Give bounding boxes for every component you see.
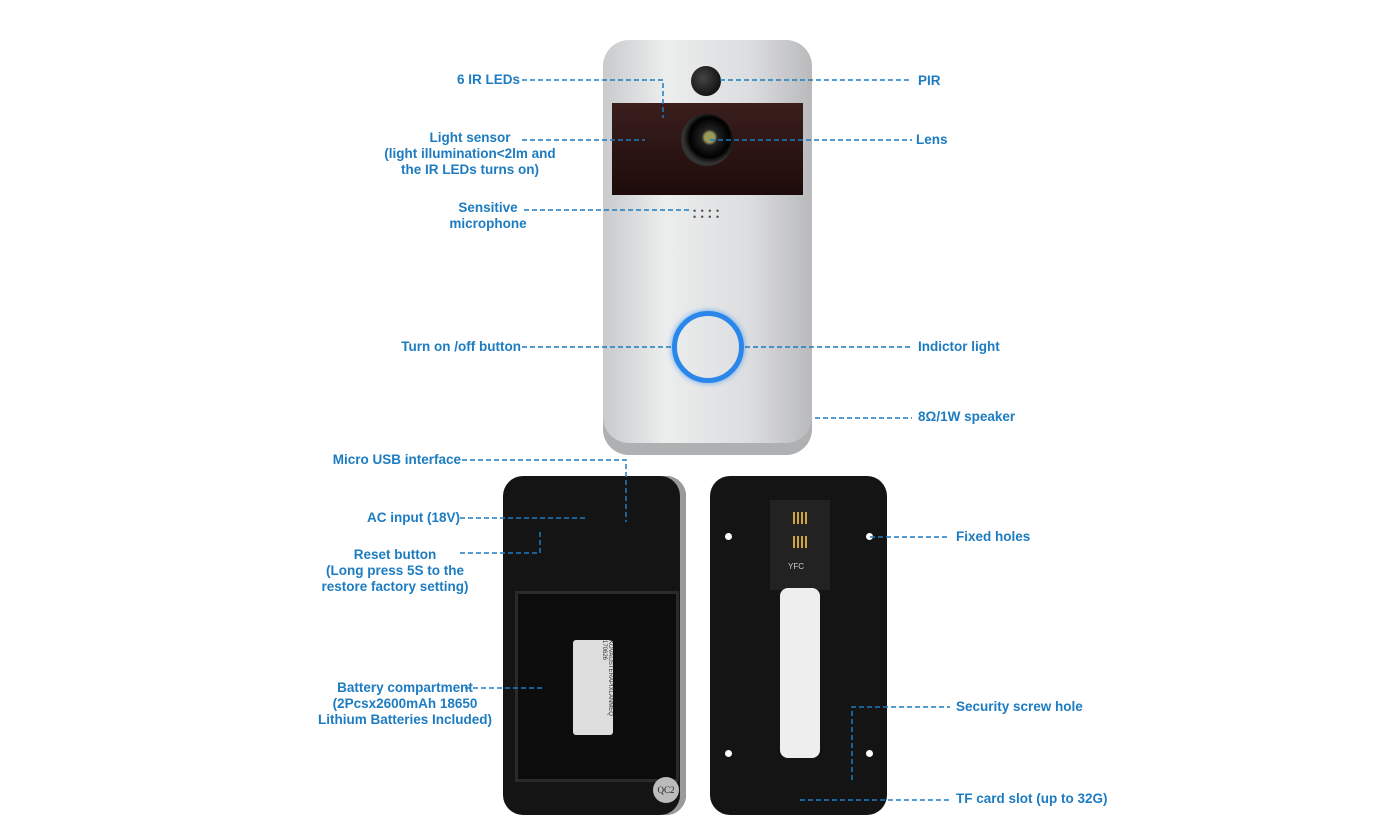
label-lens: Lens [916,132,948,147]
label-micro-usb: Micro USB interface [332,452,461,467]
label-line: Sensitive [458,200,518,215]
label-reset-button: Reset button (Long press 5S to the resto… [310,547,480,595]
fixed-hole [725,750,732,757]
label-light-sensor: Light sensor (light illumination<2lm and… [370,130,570,178]
label-line: restore factory setting) [321,579,469,594]
label-line: Light sensor [429,130,511,145]
label-line: Reset button [353,547,437,562]
label-line: microphone [449,216,527,231]
label-ir-leds: 6 IR LEDs [456,72,520,87]
label-line: (light illumination<2lm and [384,146,556,161]
label-security-screw: Security screw hole [956,699,1083,714]
label-line: (Long press 5S to the [325,563,464,578]
fixed-hole [866,750,873,757]
microphone-holes: • • • •• • • • [693,206,721,222]
label-line: Battery compartment [337,680,473,695]
label-battery: Battery compartment (2Pcsx2600mAh 18650 … [305,680,505,728]
indicator-ring-button [672,311,744,383]
adhesive-plate [780,588,820,758]
qc-badge: QC2 [653,777,679,803]
label-line: the IR LEDs turns on) [401,162,539,177]
qr-sticker: KOVAIJSTERAPIXLANMEQ 170626 [573,640,613,735]
camera-lens [681,114,733,166]
fixed-hole [866,533,873,540]
label-line: (2Pcsx2600mAh 18650 [332,696,478,711]
battery-compartment [515,591,679,782]
label-tf-card: TF card slot (up to 32G) [956,791,1108,806]
pir-sensor [691,66,721,96]
label-speaker: 8Ω/1W speaker [918,409,1016,424]
contact-pins [770,500,830,590]
label-ac-input: AC input (18V) [367,510,460,525]
label-power-button: Turn on /off button [401,339,521,354]
label-fixed-holes: Fixed holes [956,529,1031,544]
label-microphone: Sensitive microphone [428,200,548,232]
label-line: Lithium Batteries Included) [317,712,493,727]
bracket-marking: YFC [788,562,804,571]
label-indicator-light: Indictor light [918,339,1000,354]
doorbell-front: • • • •• • • • [603,40,812,455]
fixed-hole [725,533,732,540]
label-pir: PIR [918,73,941,88]
